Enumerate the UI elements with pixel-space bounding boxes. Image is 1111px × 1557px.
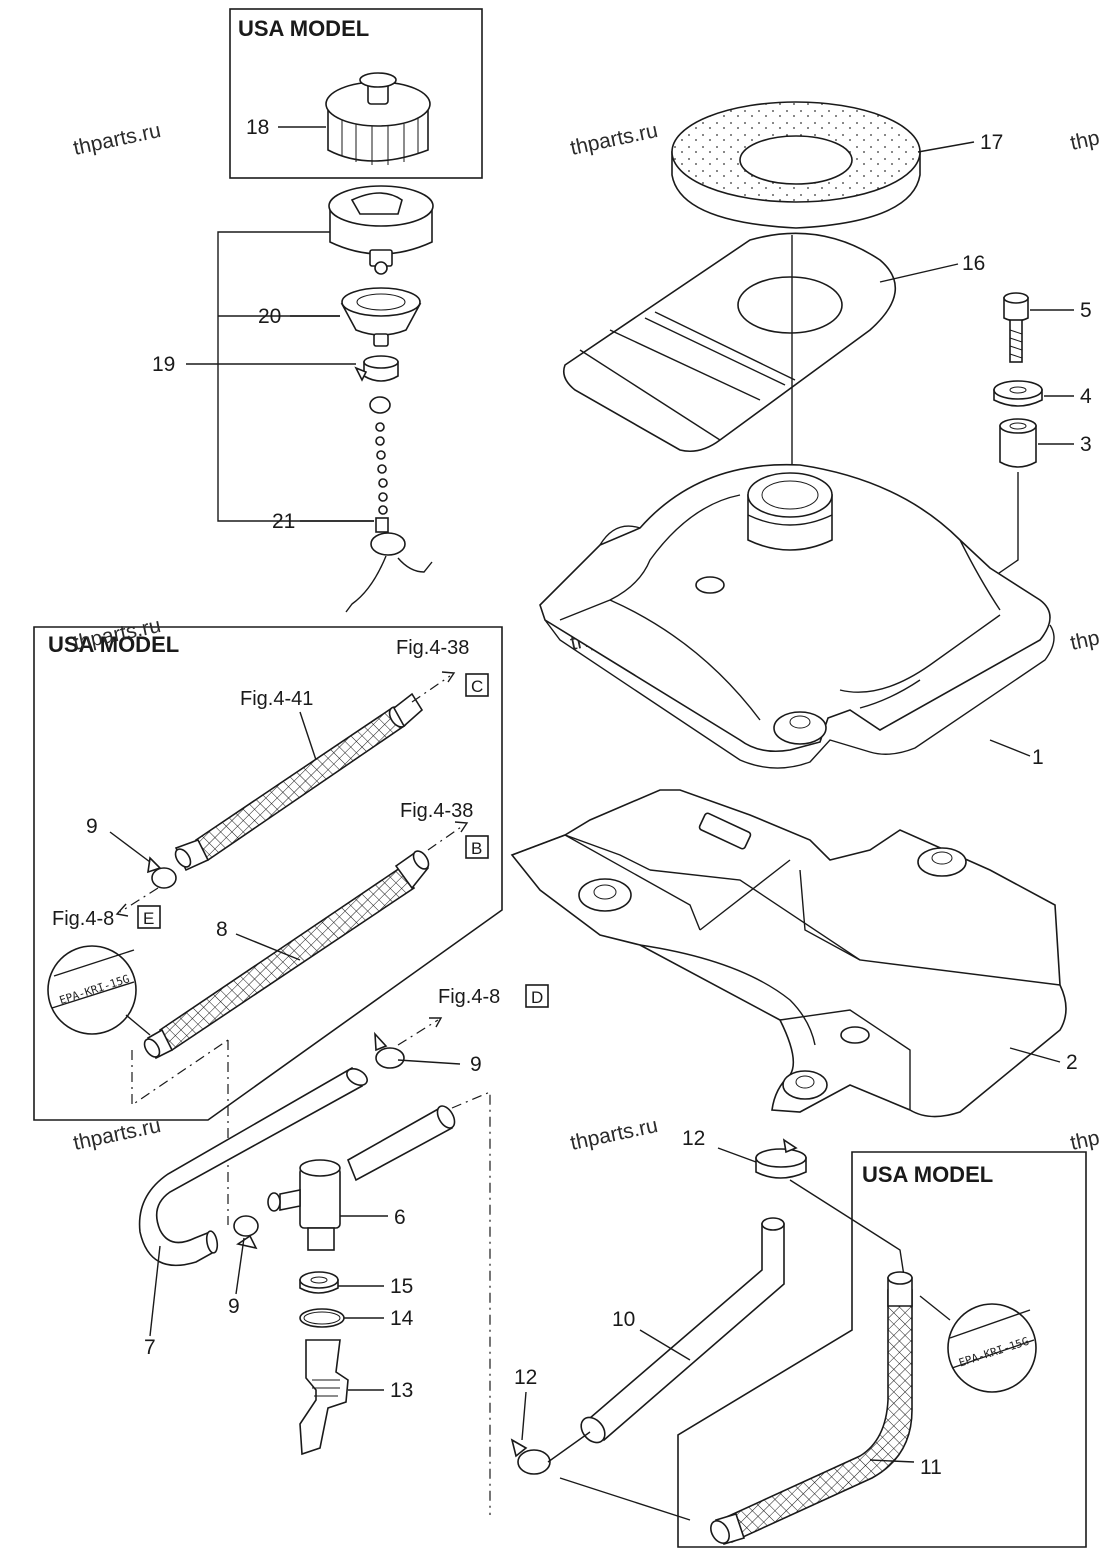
usa-model-label-right: USA MODEL [862, 1162, 993, 1187]
fig-ref-4-8-e: Fig.4-8 [52, 908, 114, 930]
watermark: thparts.ru [568, 119, 660, 160]
hose-part-11 [710, 1271, 913, 1545]
dash-line-left-a [131, 1039, 229, 1107]
callout-21: 21 [272, 510, 295, 533]
watermark: thp [1068, 126, 1101, 155]
ref-letter-d: D [531, 988, 543, 1007]
ref-box-c [465, 673, 489, 697]
stamp-leader-left [125, 1014, 151, 1036]
callout-5: 5 [1080, 299, 1092, 322]
callout-19: 19 [152, 353, 175, 376]
fig-ref-4-41: Fig.4-41 [240, 688, 313, 710]
hose-part-fig-4-41 [174, 692, 424, 872]
fuel-cock-part-6 [267, 1105, 456, 1251]
hose-part-10 [580, 1217, 785, 1444]
callout-2: 2 [1066, 1051, 1078, 1074]
bolt-part-5 [1003, 292, 1029, 363]
clamp-part-12-lower [510, 1438, 551, 1475]
arrowhead-e [115, 903, 129, 917]
figure-references: Fig.4-38 C Fig.4-41 Fig.4-38 B Fig.4-8 E… [52, 637, 549, 1008]
usa-model-label-left: USA MODEL [48, 632, 179, 657]
stamp-leader-right [919, 1295, 951, 1321]
clamp-part-9-lower [233, 1215, 259, 1250]
callout-11: 11 [920, 1456, 942, 1479]
arrowhead-b [454, 821, 469, 833]
fuel-cap-part-19 [328, 185, 434, 275]
arrow-to-fig-4-8-d [397, 1019, 439, 1046]
filter-part-13 [299, 1339, 349, 1456]
gasket-part-15 [299, 1271, 339, 1294]
callout-numbers: 17 16 5 4 3 1 2 18 20 19 21 9 8 9 6 15 1… [86, 116, 1092, 1479]
ref-box-d [525, 984, 549, 1008]
fuel-tank-upper-part-1 [539, 463, 1055, 769]
leader-9-upper [109, 831, 151, 863]
fig-ref-4-38-b: Fig.4-38 [400, 800, 473, 822]
watermark: thparts.ru [568, 1114, 660, 1155]
fuel-tank-lower-part-2 [510, 789, 1067, 1118]
callout-9-upper: 9 [86, 815, 98, 838]
usa-model-label-top: USA MODEL [238, 16, 369, 41]
callout-17: 17 [980, 131, 1003, 154]
clamp-part-9-mid [374, 1031, 405, 1069]
dash-line-right-a [451, 1091, 491, 1515]
fig-ref-4-38-c: Fig.4-38 [396, 637, 469, 659]
ref-box-e [137, 905, 161, 929]
callout-16: 16 [962, 252, 985, 275]
arrow-to-fig-4-8-e [119, 887, 159, 913]
callout-4: 4 [1080, 385, 1092, 408]
callout-9-mid: 9 [470, 1053, 482, 1076]
fig-ref-4-8-d: Fig.4-8 [438, 986, 500, 1008]
epa-stamp-left: EPA-KRI-15G [47, 945, 137, 1035]
callout-20: 20 [258, 305, 281, 328]
ref-letter-e: E [143, 909, 154, 928]
fuel-cap-usa-part-18 [325, 72, 431, 165]
hose-part-8 [143, 850, 430, 1060]
dash-line-hose-10 [547, 1179, 905, 1521]
washer-part-4 [993, 380, 1043, 407]
clamp-part-9-upper [147, 856, 177, 889]
watermark: thparts.ru [71, 119, 163, 160]
ref-box-b [465, 835, 489, 859]
cap-chain-part-21 [345, 396, 433, 613]
callout-8: 8 [216, 918, 228, 941]
watermark: thp [1068, 626, 1101, 655]
clamp-part-12-upper [755, 1138, 807, 1179]
epa-stamp-right: EPA-KRI-15G [947, 1303, 1037, 1393]
ref-letter-b: B [471, 839, 482, 858]
callout-9-lower: 9 [228, 1295, 240, 1318]
cover-plate-part-16 [562, 232, 896, 453]
arrowhead-c [441, 671, 456, 683]
usa-model-box-top [229, 8, 483, 179]
group-bracket-19 [217, 231, 374, 522]
filter-disc-part-17 [671, 101, 921, 229]
callout-14: 14 [390, 1307, 414, 1330]
callout-10: 10 [612, 1308, 635, 1331]
collar-part-3 [999, 418, 1037, 468]
callout-3: 3 [1080, 433, 1092, 456]
callout-12-upper: 12 [682, 1127, 705, 1150]
usa-model-box-right [677, 1151, 1087, 1548]
callout-6: 6 [394, 1206, 406, 1229]
leader-lines [149, 141, 1074, 1463]
arrow-to-fig-4-38-b [427, 824, 465, 851]
callout-12-lower: 12 [514, 1366, 537, 1389]
watermark: thp [1068, 1126, 1101, 1155]
usa-model-box-left [33, 626, 503, 1121]
ref-letter-c: C [471, 677, 483, 696]
callout-13: 13 [390, 1379, 413, 1402]
o-ring-part-14 [299, 1308, 345, 1328]
cap-gasket-part-20 [340, 287, 422, 347]
callout-15: 15 [390, 1275, 413, 1298]
callout-7: 7 [144, 1336, 156, 1359]
arrowhead-d [429, 1017, 443, 1028]
cap-retainer-ring [354, 355, 399, 382]
fuel-hose-part-7 [138, 1066, 368, 1267]
arrow-to-fig-4-38-c [411, 675, 451, 703]
callout-18: 18 [246, 116, 269, 139]
callout-1: 1 [1032, 746, 1044, 769]
